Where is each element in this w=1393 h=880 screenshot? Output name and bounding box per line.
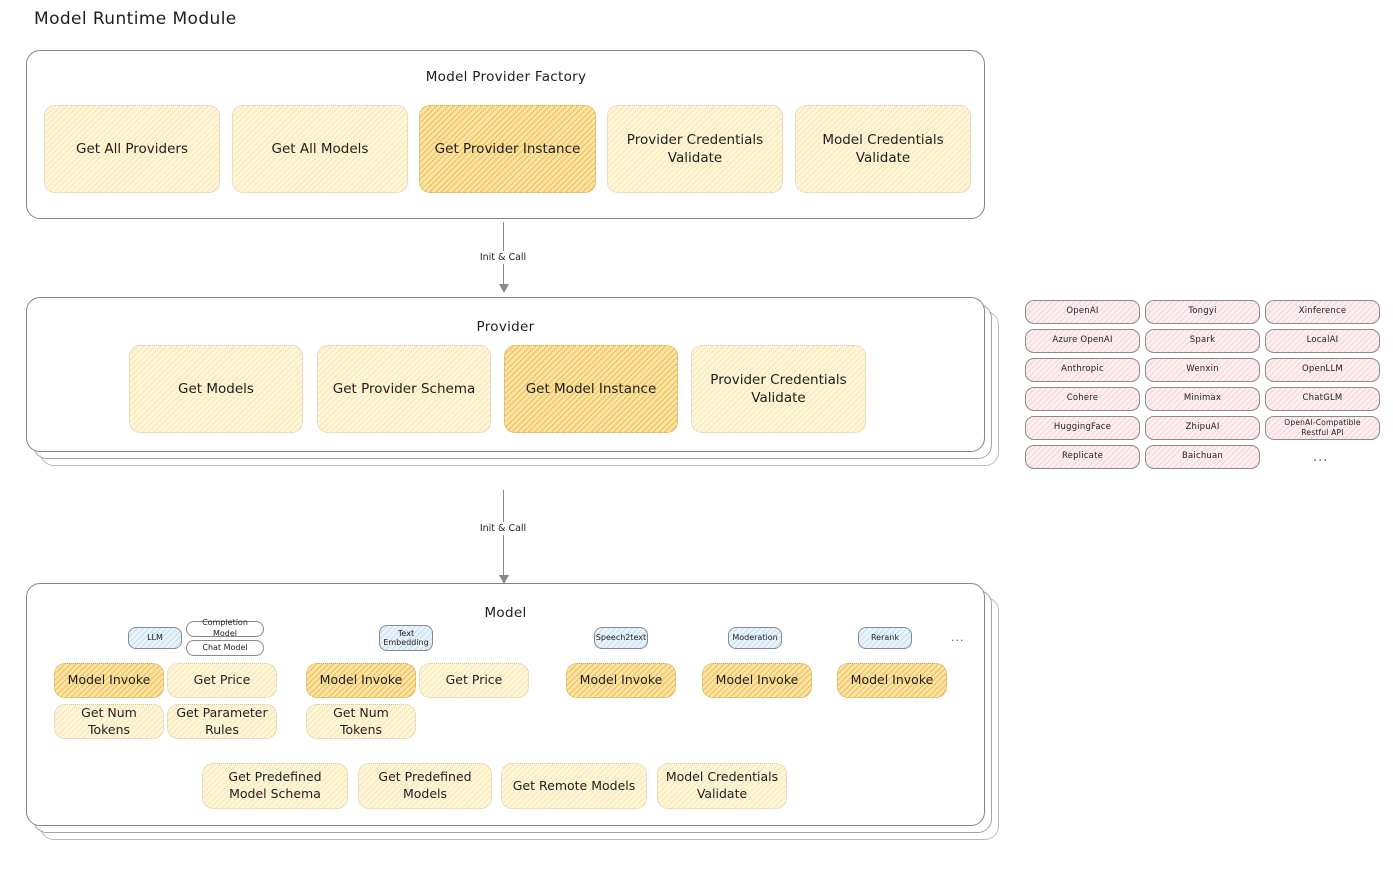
llm-method-get-price[interactable]: Get Price (167, 663, 277, 698)
model-type-chip-speech2text[interactable]: Speech2text (594, 627, 648, 649)
rerank-method-model-invoke[interactable]: Model Invoke (837, 663, 947, 698)
model-common-get-remote-models[interactable]: Get Remote Models (501, 763, 647, 809)
provider-box-get-models[interactable]: Get Models (129, 345, 303, 433)
speech2text-method-model-invoke[interactable]: Model Invoke (566, 663, 676, 698)
provider-chip-openai-compatible-restful-api[interactable]: OpenAI-Compatible Restful API (1265, 416, 1380, 440)
llm-method-get-parameter-rules[interactable]: Get Parameter Rules (167, 704, 277, 739)
provider-chip-azure-openai[interactable]: Azure OpenAI (1025, 329, 1140, 353)
provider-list: OpenAI Azure OpenAI Anthropic Cohere Hug… (1025, 300, 1380, 475)
model-common-get-predefined-model-schema[interactable]: Get Predefined Model Schema (202, 763, 348, 809)
provider-chip-huggingface[interactable]: HuggingFace (1025, 416, 1140, 440)
provider-box-get-model-instance[interactable]: Get Model Instance (504, 345, 678, 433)
provider-chip-zhipuai[interactable]: ZhipuAI (1145, 416, 1260, 440)
moderation-method-model-invoke[interactable]: Model Invoke (702, 663, 812, 698)
arrow-label-init-call: Init & Call (443, 522, 563, 535)
provider-chip-anthropic[interactable]: Anthropic (1025, 358, 1140, 382)
llm-method-get-num-tokens[interactable]: Get Num Tokens (54, 704, 164, 739)
provider-card: Provider Get Models Get Provider Schema … (26, 297, 1011, 482)
model-types-more: ... (951, 631, 965, 644)
model-subtype-chip-completion-model[interactable]: Completion Model (186, 618, 264, 638)
model-title: Model (484, 605, 527, 621)
model-subtype-chip-chat-model[interactable]: Chat Model (186, 640, 264, 656)
page-title: Model Runtime Module (34, 9, 237, 29)
model-card: Model LLM Completion Model Chat Model Mo… (26, 583, 1021, 853)
provider-box-get-provider-schema[interactable]: Get Provider Schema (317, 345, 491, 433)
provider-title: Provider (476, 319, 535, 335)
model-type-chip-llm[interactable]: LLM (128, 627, 182, 649)
factory-box-get-provider-instance[interactable]: Get Provider Instance (419, 105, 596, 193)
model-type-chip-text-embedding[interactable]: Text Embedding (379, 625, 433, 651)
factory-box-model-credentials-validate[interactable]: Model Credentials Validate (795, 105, 971, 193)
provider-chip-localai[interactable]: LocalAI (1265, 329, 1380, 353)
provider-chip-openllm[interactable]: OpenLLM (1265, 358, 1380, 382)
provider-chip-chatglm[interactable]: ChatGLM (1265, 387, 1380, 411)
provider-chip-openai[interactable]: OpenAI (1025, 300, 1140, 324)
model-provider-factory-card: Model Provider Factory Get All Providers… (26, 50, 986, 220)
model-type-chip-rerank[interactable]: Rerank (858, 627, 912, 649)
arrow-head-icon (498, 284, 509, 293)
arrow-head-icon (498, 575, 509, 584)
provider-chip-xinference[interactable]: Xinference (1265, 300, 1380, 324)
provider-chip-cohere[interactable]: Cohere (1025, 387, 1140, 411)
provider-chip-replicate[interactable]: Replicate (1025, 445, 1140, 469)
factory-title: Model Provider Factory (425, 69, 587, 85)
provider-list-more: ... (1313, 450, 1329, 465)
provider-chip-baichuan[interactable]: Baichuan (1145, 445, 1260, 469)
model-common-model-credentials-validate[interactable]: Model Credentials Validate (657, 763, 787, 809)
text-embedding-method-model-invoke[interactable]: Model Invoke (306, 663, 416, 698)
factory-box-get-all-providers[interactable]: Get All Providers (44, 105, 220, 193)
model-common-get-predefined-models[interactable]: Get Predefined Models (358, 763, 492, 809)
text-embedding-method-get-price[interactable]: Get Price (419, 663, 529, 698)
provider-box-provider-credentials-validate[interactable]: Provider Credentials Validate (691, 345, 866, 433)
provider-chip-minimax[interactable]: Minimax (1145, 387, 1260, 411)
arrow-label-init-call: Init & Call (443, 251, 563, 264)
factory-box-provider-credentials-validate[interactable]: Provider Credentials Validate (607, 105, 783, 193)
provider-chip-tongyi[interactable]: Tongyi (1145, 300, 1260, 324)
provider-chip-spark[interactable]: Spark (1145, 329, 1260, 353)
text-embedding-method-get-num-tokens[interactable]: Get Num Tokens (306, 704, 416, 739)
provider-chip-wenxin[interactable]: Wenxin (1145, 358, 1260, 382)
factory-box-get-all-models[interactable]: Get All Models (232, 105, 408, 193)
model-type-chip-moderation[interactable]: Moderation (728, 627, 782, 649)
llm-method-model-invoke[interactable]: Model Invoke (54, 663, 164, 698)
